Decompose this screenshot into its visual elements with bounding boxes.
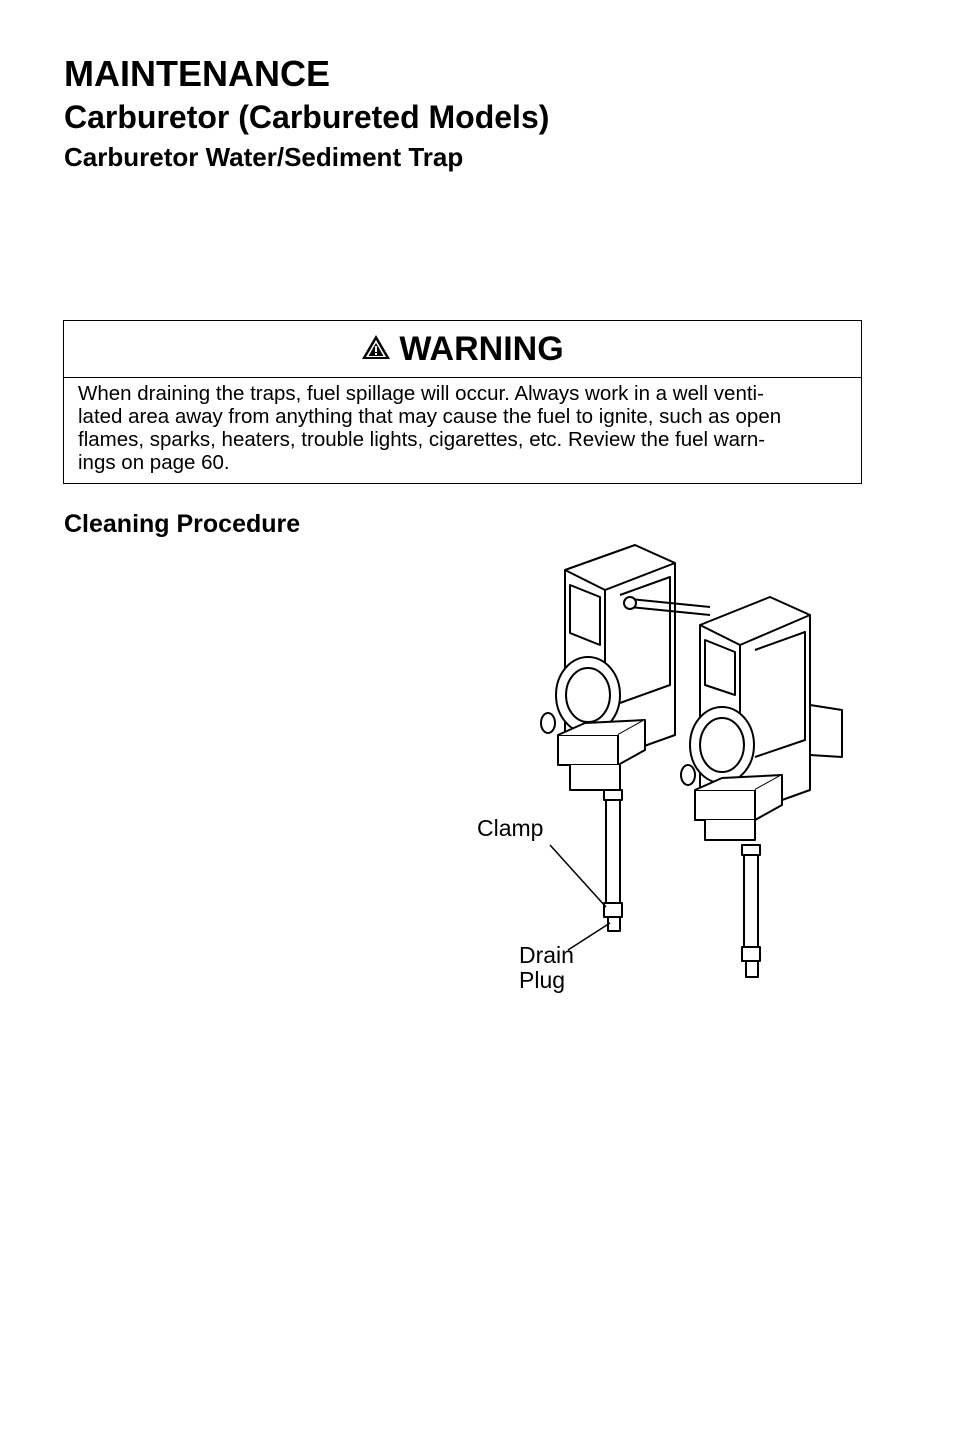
warning-box: WARNING When draining the traps, fuel sp… bbox=[63, 320, 862, 484]
page-title: Carburetor (Carbureted Models) bbox=[64, 99, 550, 135]
drain-plug-leader-line bbox=[567, 922, 611, 951]
warning-line: lated area away from anything that may c… bbox=[78, 405, 782, 428]
right-carburetor-drawing bbox=[680, 596, 843, 978]
clamp-leader-line bbox=[549, 844, 607, 908]
drain-plug-callout-line1: Drain bbox=[519, 942, 574, 968]
cleaning-procedure-heading: Cleaning Procedure bbox=[64, 510, 301, 538]
drain-plug-callout-line2: Plug bbox=[519, 967, 566, 993]
carburetor-illustration bbox=[470, 535, 870, 1005]
left-carburetor-drawing bbox=[540, 544, 676, 932]
section-title: MAINTENANCE bbox=[64, 53, 330, 94]
warning-title: WARNING bbox=[399, 330, 564, 368]
clamp-callout: Clamp bbox=[477, 815, 544, 841]
page-subtitle: Carburetor Water/Sediment Trap bbox=[64, 142, 464, 172]
warning-line: ings on page 60. bbox=[78, 451, 230, 474]
warning-triangle-icon bbox=[361, 334, 391, 365]
warning-text: When draining the traps, fuel spillage w… bbox=[64, 378, 861, 474]
warning-line: flames, sparks, heaters, trouble lights,… bbox=[78, 428, 766, 451]
warning-header: WARNING bbox=[64, 321, 861, 378]
warning-line: When draining the traps, fuel spillage w… bbox=[78, 382, 764, 405]
